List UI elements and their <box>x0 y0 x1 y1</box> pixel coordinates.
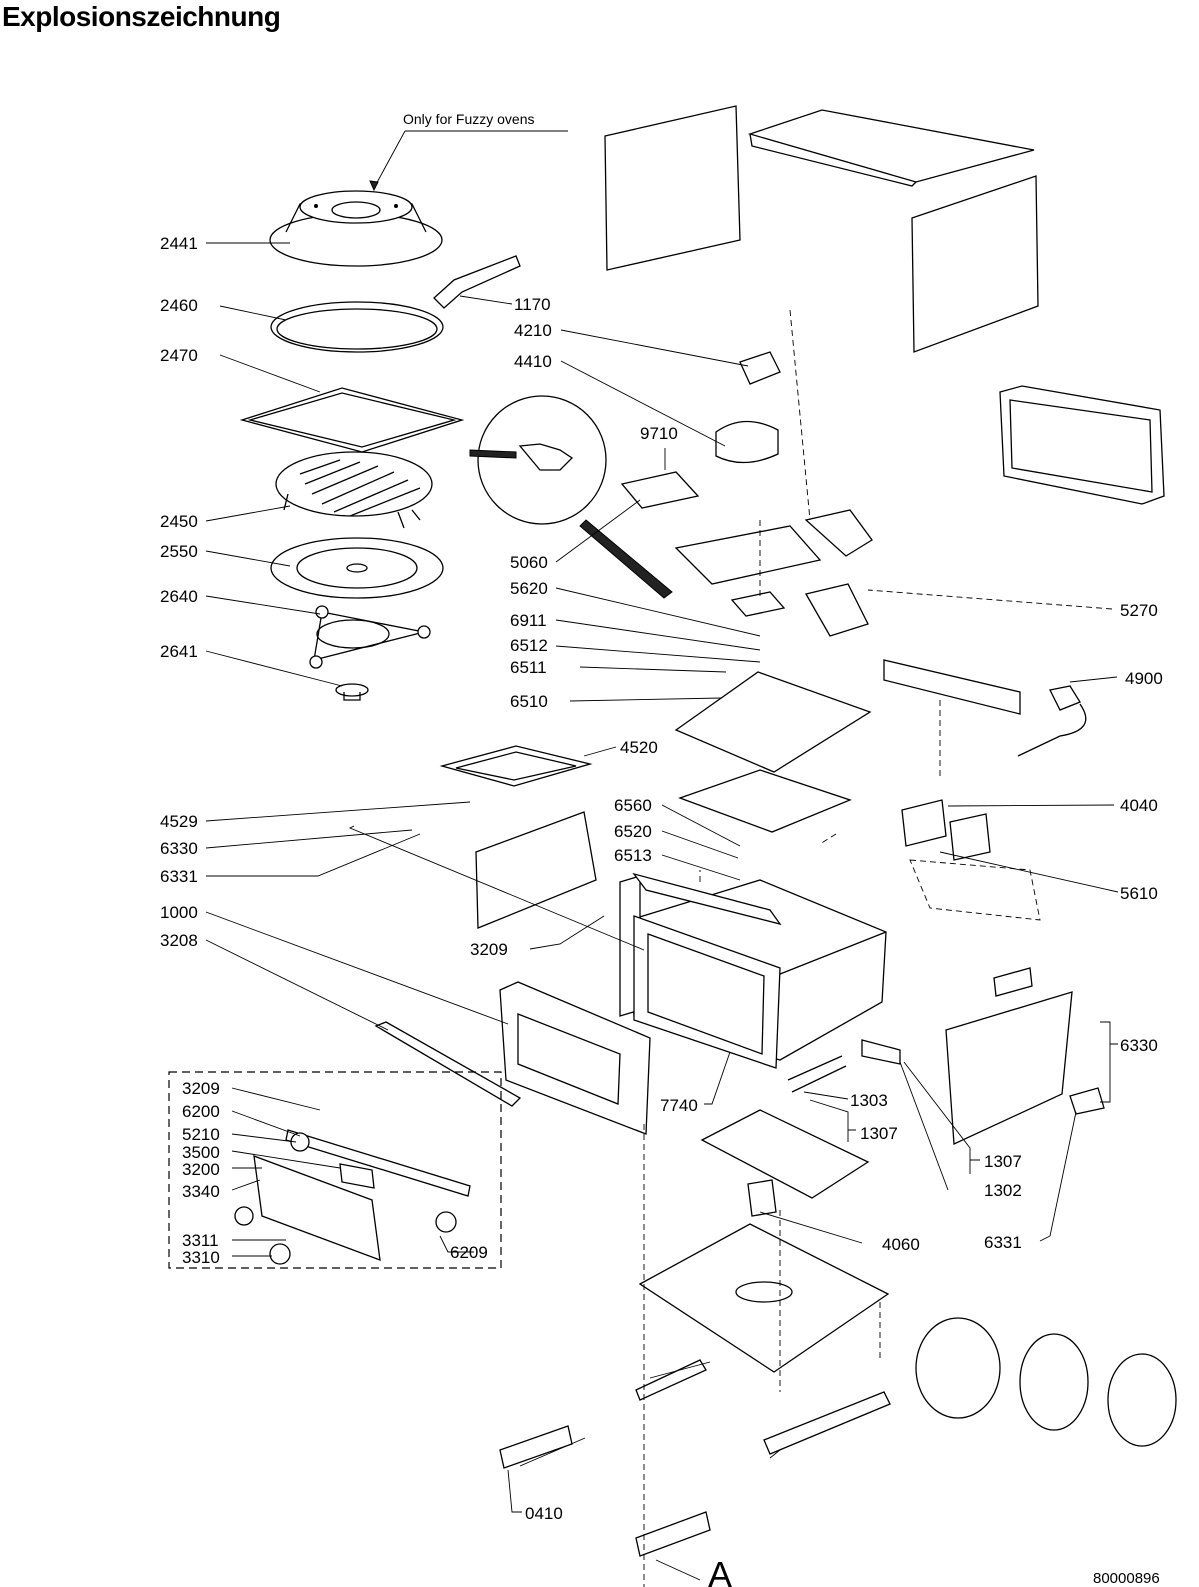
control-panel-part <box>234 1129 471 1265</box>
label-4529: 4529 <box>160 812 198 831</box>
grill-element-part <box>439 745 593 787</box>
label-5210: 5210 <box>182 1125 220 1144</box>
label-2641: 2641 <box>160 642 198 661</box>
label-6510: 6510 <box>510 692 548 711</box>
power-cord-part <box>1017 685 1087 757</box>
label-4900: 4900 <box>1125 669 1163 688</box>
label-2441: 2441 <box>160 234 198 253</box>
label-3311: 3311 <box>182 1231 219 1250</box>
door-seal-part <box>633 915 781 1069</box>
label-6911: 6911 <box>510 611 547 630</box>
grill-rack-part <box>275 451 433 529</box>
label-3310: 3310 <box>182 1248 220 1267</box>
base-plate-part <box>638 1223 890 1373</box>
control-panel-box <box>168 1071 502 1269</box>
door-part <box>499 981 651 1135</box>
label-4410: 4410 <box>514 352 552 371</box>
label-1302: 1302 <box>984 1181 1022 1200</box>
label-1000: 1000 <box>160 903 198 922</box>
page-title: Explosionszeichnung <box>2 1 281 32</box>
label-6511: 6511 <box>510 658 547 677</box>
label-3200: 3200 <box>182 1160 220 1179</box>
label-6331-left: 6331 <box>160 867 198 886</box>
rail-parts <box>499 1359 891 1557</box>
label-6512: 6512 <box>510 636 548 655</box>
document-number: 80000896 <box>1093 1570 1160 1587</box>
magnetron-part <box>901 799 991 861</box>
glass-tray-ring-part <box>270 301 444 353</box>
fuzzy-ovens-note: Only for Fuzzy ovens <box>403 111 535 127</box>
handle-part <box>433 255 521 309</box>
stirrer-part <box>747 1179 777 1217</box>
label-6520: 6520 <box>614 822 652 841</box>
top-cover-part <box>747 109 1035 187</box>
label-6331-right: 6331 <box>984 1233 1022 1252</box>
label-1307-b: 1307 <box>984 1152 1022 1171</box>
cover-plate-part <box>678 769 852 833</box>
fan-parts <box>915 1317 1177 1447</box>
label-2640: 2640 <box>160 587 198 606</box>
electronics-parts <box>620 351 873 637</box>
label-5060: 5060 <box>510 553 548 572</box>
turntable-plate-part <box>270 537 444 599</box>
label-3208: 3208 <box>160 931 198 950</box>
coupler-part <box>335 683 369 701</box>
label-0410: 0410 <box>525 1504 563 1523</box>
label-6330-left: 6330 <box>160 839 198 858</box>
label-6200: 6200 <box>182 1102 220 1121</box>
label-2470: 2470 <box>160 346 198 365</box>
label-6513: 6513 <box>614 846 652 865</box>
door-gasket-part <box>999 385 1165 505</box>
label-7740: 7740 <box>660 1096 698 1115</box>
door-strip-part <box>374 1021 522 1107</box>
label-3340: 3340 <box>182 1182 220 1201</box>
label-1307-a: 1307 <box>860 1124 898 1143</box>
label-5270: 5270 <box>1120 601 1158 620</box>
bottom-tray-part <box>700 1109 870 1199</box>
roller-ring-part <box>309 605 431 669</box>
fuzzy-cover-part <box>269 190 443 267</box>
label-4210: 4210 <box>514 321 552 340</box>
label-3209-center: 3209 <box>470 940 508 959</box>
label-9710: 9710 <box>640 424 678 443</box>
duct-part <box>883 659 1021 715</box>
rear-panel-part <box>604 105 741 271</box>
detail-callout <box>469 395 673 599</box>
label-3500: 3500 <box>182 1143 220 1162</box>
label-2550: 2550 <box>160 542 198 561</box>
label-1170: 1170 <box>514 295 551 314</box>
reflector-panel-part <box>475 811 597 929</box>
label-5620: 5620 <box>510 579 548 598</box>
label-1303: 1303 <box>850 1091 888 1110</box>
hinge-parts <box>787 1039 901 1093</box>
baking-tray-part <box>239 387 465 453</box>
label-2460: 2460 <box>160 296 198 315</box>
label-3209-panel: 3209 <box>182 1079 220 1098</box>
waveguide-plate-part <box>674 671 872 773</box>
label-4520: 4520 <box>620 738 658 757</box>
label-6560: 6560 <box>614 796 652 815</box>
label-6330-right: 6330 <box>1120 1036 1158 1055</box>
side-panel-part <box>911 175 1039 353</box>
side-bracket-part <box>945 967 1105 1145</box>
label-2450: 2450 <box>160 512 198 531</box>
label-5610: 5610 <box>1120 884 1158 903</box>
label-4040: 4040 <box>1120 796 1158 815</box>
label-4060: 4060 <box>882 1235 920 1254</box>
view-marker-a: A <box>708 1554 732 1587</box>
label-6209: 6209 <box>450 1243 488 1262</box>
